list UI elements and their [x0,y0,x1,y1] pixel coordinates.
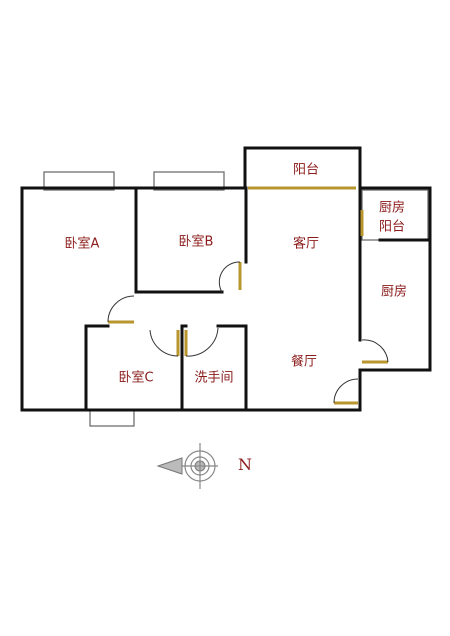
label-bedroom-c: 卧室C [118,370,153,386]
label-kitchen: 厨房 [381,284,407,300]
window-bedroom-a [43,171,115,191]
label-balcony: 阳台 [293,163,319,178]
label-kitchen-balcony-line2: 阳台 [379,220,405,235]
label-bedroom-a: 卧室A [65,236,100,252]
label-living-room: 客厅 [293,236,319,252]
windows [40,171,429,427]
room-labels: 卧室A 卧室B 卧室C 客厅 餐厅 阳台 厨房 阳台 厨房 洗手间 [65,163,407,386]
label-dining-room: 餐厅 [291,354,317,370]
window-bedroom-c [89,409,135,427]
walls [20,186,432,412]
label-bathroom: 洗手间 [194,371,233,386]
doors [107,186,389,405]
label-kitchen-balcony-line1: 厨房 [379,200,405,216]
label-bedroom-b: 卧室B [179,234,214,250]
window-bedroom-b [153,171,225,191]
north-label: N [238,455,252,474]
compass: N [156,443,252,489]
compass-icon [156,443,218,489]
balcony-outline [243,146,362,190]
